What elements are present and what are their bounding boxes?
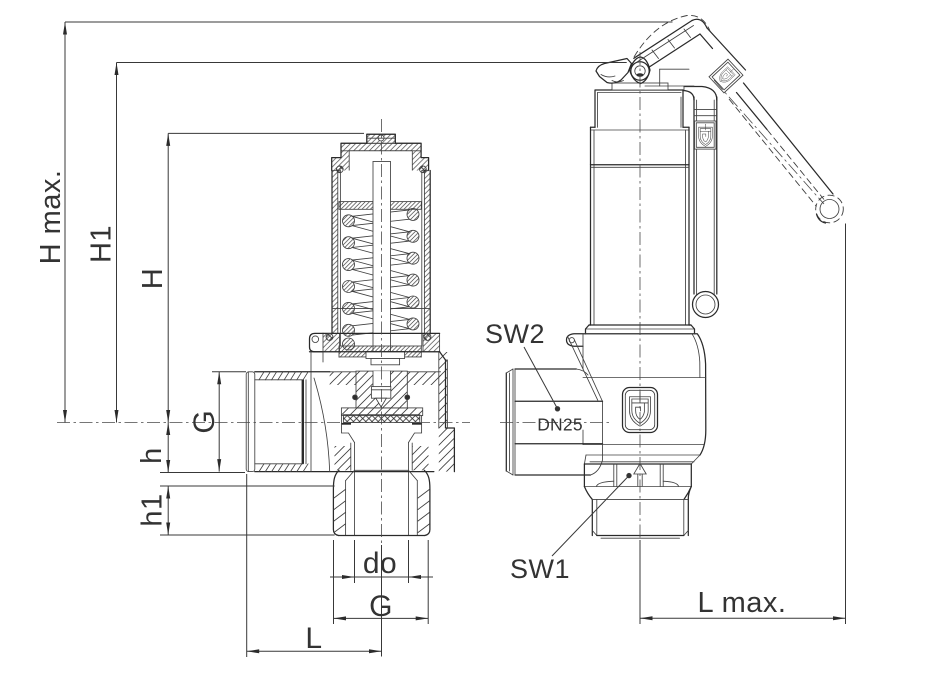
svg-text:H: H [137,268,169,289]
svg-text:G: G [188,410,221,434]
svg-text:SW1: SW1 [510,554,570,584]
svg-text:h: h [136,447,168,464]
svg-text:do: do [363,547,397,580]
svg-text:G: G [369,590,393,623]
svg-text:h1: h1 [136,493,168,526]
svg-text:SW2: SW2 [485,319,545,349]
svg-text:H1: H1 [86,225,118,263]
svg-text:DN25: DN25 [537,415,583,435]
svg-text:L: L [305,622,322,655]
svg-text:L max.: L max. [698,587,787,619]
svg-text:H max.: H max. [35,170,67,265]
